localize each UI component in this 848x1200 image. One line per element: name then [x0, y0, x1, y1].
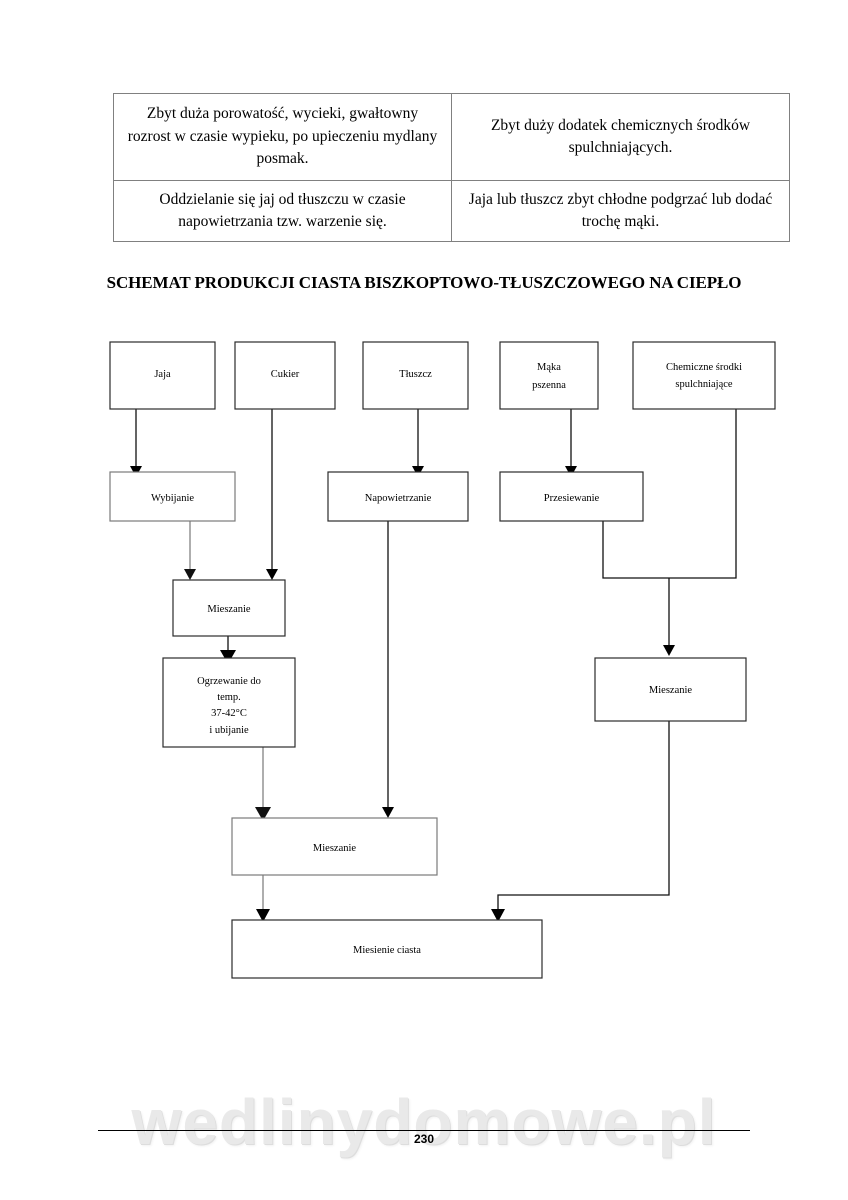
- node-cukier-label: Cukier: [271, 369, 300, 380]
- node-wybijanie: Wybijanie: [109, 471, 236, 522]
- node-chemiczne-label-line2: spulchniające: [675, 379, 732, 390]
- node-wybijanie-label: Wybijanie: [151, 493, 194, 504]
- edge-wybijanie-mieszanie: [184, 521, 196, 580]
- node-chemiczne-label-line1: Chemiczne środki: [666, 362, 742, 373]
- scheme-title: SCHEMAT PRODUKCJI CIASTA BISZKOPTOWO-TŁU…: [106, 273, 742, 292]
- node-tluszcz-label: Tłuszcz: [399, 369, 432, 380]
- node-cukier: Cukier: [234, 341, 336, 410]
- node-ogrzewanie-label-line1: Ogrzewanie do: [197, 676, 261, 687]
- edge-tluszcz-napowietrzanie: [412, 409, 424, 477]
- node-chemiczne-srodki: Chemiczne środki spulchniające: [632, 341, 776, 410]
- fault-cell: Oddzielanie się jaj od tłuszczu w czasie…: [113, 180, 452, 242]
- node-maka-label-line1: Mąka: [537, 362, 561, 373]
- edge-jaja-wybijanie: [130, 409, 142, 477]
- node-mieszanie-right-label: Mieszanie: [649, 685, 692, 696]
- node-jaja: Jaja: [109, 341, 216, 410]
- node-ogrzewanie: Ogrzewanie do temp. 37-42°C i ubijanie: [162, 657, 296, 748]
- node-miesienie-label: Miesienie ciasta: [353, 945, 421, 956]
- edge-mieszanie2-miesienie: [256, 875, 270, 922]
- node-mieszanie-right: Mieszanie: [594, 657, 747, 722]
- node-przesiewanie: Przesiewanie: [499, 471, 644, 522]
- edge-mieszanie1-ogrzewanie: [220, 636, 236, 664]
- page-number: 230: [413, 1132, 435, 1146]
- node-mieszanie-2-label: Mieszanie: [313, 843, 356, 854]
- node-maka-label-line2: pszenna: [532, 380, 566, 391]
- node-ogrzewanie-label-line2: temp.: [217, 692, 241, 703]
- cause-cell: Jaja lub tłuszcz zbyt chłodne podgrzać l…: [451, 180, 790, 242]
- node-miesienie-ciasta: Miesienie ciasta: [231, 919, 543, 979]
- edge-maka-przesiewanie: [565, 409, 577, 477]
- node-tluszcz: Tłuszcz: [362, 341, 469, 410]
- production-flowchart: Jaja Cukier Tłuszcz Mąka pszenna Chemicz…: [0, 325, 848, 995]
- fault-cell: Zbyt duża porowatość, wycieki, gwałtowny…: [113, 93, 452, 181]
- edge-napowietrzanie-mieszanie2: [382, 521, 394, 818]
- node-napowietrzanie: Napowietrzanie: [327, 471, 469, 522]
- site-watermark: wedlinydomowe.pl: [131, 1086, 717, 1158]
- node-przesiewanie-label: Przesiewanie: [544, 493, 600, 504]
- fault-cause-table: Zbyt duża porowatość, wycieki, gwałtowny…: [113, 93, 790, 242]
- table-row: Oddzielanie się jaj od tłuszczu w czasie…: [113, 180, 790, 242]
- node-jaja-label: Jaja: [154, 369, 171, 380]
- node-ogrzewanie-label-line4: i ubijanie: [209, 725, 249, 736]
- edge-cukier-mieszanie: [266, 409, 278, 580]
- node-napowietrzanie-label: Napowietrzanie: [365, 493, 432, 504]
- node-mieszanie-2: Mieszanie: [231, 817, 438, 876]
- node-ogrzewanie-label-line3: 37-42°C: [211, 708, 247, 719]
- node-mieszanie-1: Mieszanie: [172, 579, 286, 637]
- cause-cell: Zbyt duży dodatek chemicznych środków sp…: [451, 93, 790, 181]
- edge-ogrzewanie-mieszanie2: [255, 747, 271, 821]
- footer-divider: [98, 1130, 750, 1131]
- table-row: Zbyt duża porowatość, wycieki, gwałtowny…: [113, 93, 790, 181]
- node-maka-pszenna: Mąka pszenna: [499, 341, 599, 410]
- node-mieszanie-1-label: Mieszanie: [207, 604, 250, 615]
- edge-merge-right: [602, 409, 737, 656]
- edge-mieszanie-right-miesienie: [491, 721, 670, 922]
